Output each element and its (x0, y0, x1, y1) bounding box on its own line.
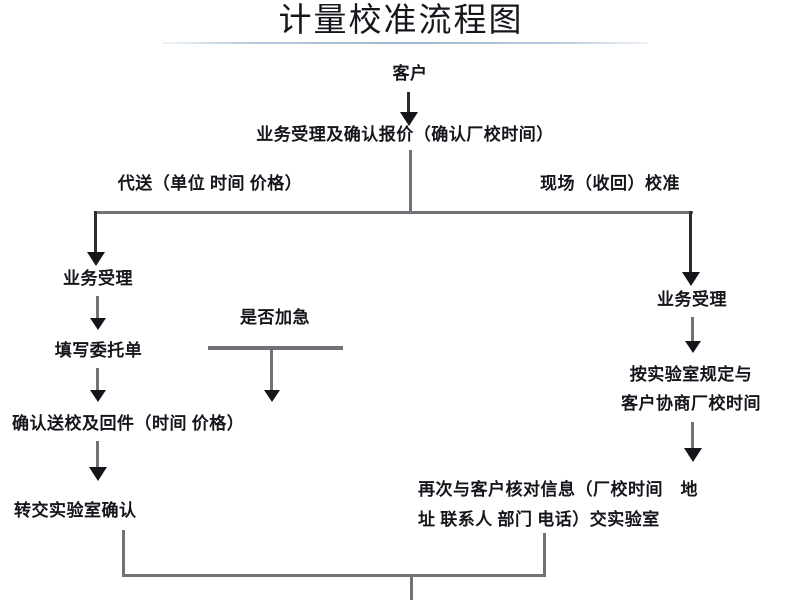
node-branch-right-label: 现场（收回）校准 (540, 174, 680, 193)
node-right-step1-business-acceptance: 业务受理 (657, 290, 727, 309)
connector-right-1-to-2 (691, 317, 694, 347)
connector-left-2-to-3 (96, 368, 99, 396)
node-left-step2-fill-form: 填写委托单 (54, 341, 143, 360)
connector-left-3-to-4 (96, 441, 99, 473)
connector-left-merge-down (122, 530, 125, 576)
arrow-down-icon (682, 272, 700, 286)
arrow-down-icon (400, 112, 418, 126)
connector-right-merge-down (543, 533, 546, 576)
arrow-down-icon (684, 448, 702, 462)
connector-right-2-to-3 (691, 422, 694, 454)
connector-merge-stem (410, 574, 413, 600)
arrow-down-icon (87, 252, 105, 266)
connector-branch-bar (95, 211, 693, 214)
page-title: 计量校准流程图 (278, 3, 524, 39)
connector-merge-bar (122, 574, 546, 577)
node-right-step3-line1: 再次与客户核对信息（厂校时间 地 (418, 480, 698, 499)
node-right-step2-line1: 按实验室规定与 (629, 365, 753, 384)
arrow-down-icon (90, 390, 106, 402)
arrow-down-icon (89, 467, 107, 481)
node-start-customer: 客户 (392, 64, 428, 83)
node-branch-left-label: 代送（单位 时间 价格） (117, 174, 303, 193)
node-intake-and-quote: 业务受理及确认报价（确认厂校时间） (256, 125, 554, 144)
connector-urgent-stem (270, 348, 273, 396)
node-urgent-question: 是否加急 (240, 308, 310, 327)
arrow-down-icon (685, 341, 701, 353)
connector-intake-stem (409, 150, 412, 213)
arrow-down-icon (264, 390, 280, 402)
node-left-step3-confirm-delivery: 确认送校及回件（时间 价格） (12, 414, 245, 433)
node-right-step2-line2: 客户协商厂校时间 (621, 394, 761, 413)
title-divider (162, 42, 648, 44)
connector-start-to-intake (407, 92, 410, 118)
arrow-down-icon (90, 318, 106, 330)
connector-left-1-to-2 (96, 296, 99, 324)
connector-right-branch-drop (689, 211, 692, 279)
node-left-step1-business-acceptance: 业务受理 (63, 269, 133, 288)
connector-left-branch-drop (94, 211, 97, 259)
node-right-step3-line2: 址 联系人 部门 电话）交实验室 (418, 510, 660, 529)
connector-urgent-bar (208, 346, 343, 350)
node-left-step4-transfer-to-lab: 转交实验室确认 (14, 501, 137, 520)
